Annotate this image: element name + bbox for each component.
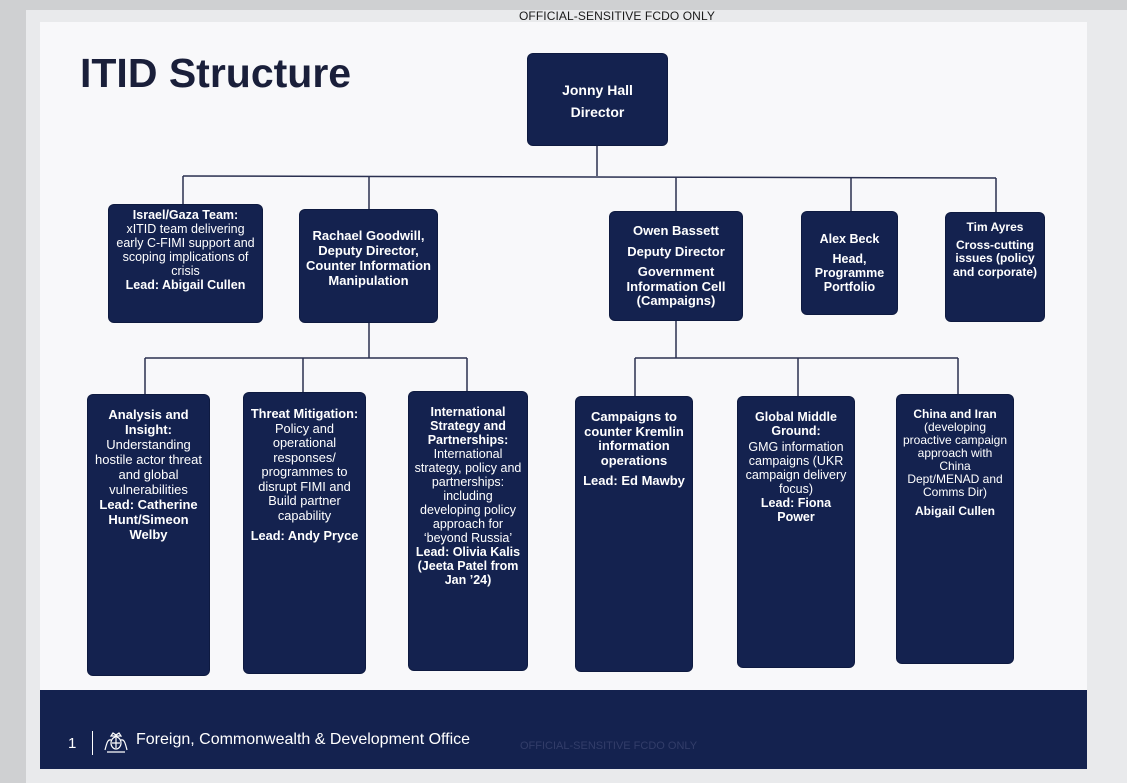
rachael-goodwill-text: Rachael Goodwill, Deputy Director, Count… <box>306 228 431 288</box>
campaigns-kremlin-box: Campaigns to counter Kremlin information… <box>576 397 692 671</box>
alex-beck-box: Alex Beck Head, Programme Portfolio <box>802 212 897 314</box>
classification-marking: OFFICIAL-SENSITIVE FCDO ONLY <box>519 9 715 23</box>
alex-beck-role: Head, Programme Portfolio <box>814 252 885 294</box>
china-lead: Abigail Cullen <box>914 504 995 518</box>
international-strategy-box: International Strategy and Partnerships:… <box>409 392 527 670</box>
israel-gaza-lead: Lead: Abigail Cullen <box>125 278 246 292</box>
slide-number: 1 <box>68 735 77 752</box>
slide-footer-bar <box>40 690 1087 769</box>
director-name: Jonny Hall <box>562 82 633 98</box>
analysis-body: Understanding hostile actor threat and g… <box>95 437 202 497</box>
tim-ayres-box: Tim Ayres Cross-cutting issues (policy a… <box>946 213 1044 321</box>
china-iran-box: China and Iran (developing proactive cam… <box>897 395 1013 663</box>
china-body: (developing proactive campaign approach … <box>902 420 1008 499</box>
threat-lead: Lead: Andy Pryce <box>250 528 359 543</box>
organisation-name: Foreign, Commonwealth & Development Offi… <box>136 731 471 748</box>
royal-crest-icon <box>104 732 128 753</box>
international-lead: Lead: Olivia Kalis (Jeeta Patel from Jan… <box>415 545 521 587</box>
gmg-body: GMG information campaigns (UKR campaign … <box>745 440 847 496</box>
owen-bassett-role: Deputy Director <box>627 243 725 259</box>
analysis-heading: Analysis and Insight: <box>108 407 189 437</box>
israel-gaza-heading: Israel/Gaza Team: <box>132 208 239 222</box>
china-heading: China and Iran <box>913 407 997 421</box>
threat-heading: Threat Mitigation: <box>250 406 359 421</box>
israel-gaza-body: xITID team delivering early C-FIMI suppo… <box>116 222 255 278</box>
threat-mitigation-box: Threat Mitigation: Policy and operationa… <box>244 393 365 673</box>
international-body: International strategy, policy and partn… <box>414 447 522 545</box>
campaigns-heading: Campaigns to counter Kremlin information… <box>584 409 684 468</box>
alex-beck-name: Alex Beck <box>819 232 880 246</box>
threat-body: Policy and operational responses/ progra… <box>258 420 351 523</box>
global-middle-ground-box: Global Middle Ground: GMG information ca… <box>738 397 854 667</box>
analysis-insight-box: Analysis and Insight: Understanding host… <box>88 395 209 675</box>
tim-ayres-role: Cross-cutting issues (policy and corpora… <box>952 237 1037 279</box>
campaigns-lead: Lead: Ed Mawby <box>583 473 685 488</box>
director-role: Director <box>570 104 625 120</box>
classification-marking-footer: OFFICIAL-SENSITIVE FCDO ONLY <box>520 740 698 752</box>
gmg-heading: Global Middle Ground: <box>755 410 837 438</box>
owen-bassett-name: Owen Bassett <box>633 223 719 238</box>
tim-ayres-name: Tim Ayres <box>966 220 1024 234</box>
international-heading: International Strategy and Partnerships: <box>427 405 509 447</box>
slide-title: ITID Structure <box>80 50 352 96</box>
director-box: Jonny Hall Director <box>528 54 667 145</box>
gmg-lead: Lead: Fiona Power <box>760 496 832 524</box>
footer-divider <box>92 731 93 755</box>
rachael-goodwill-box: Rachael Goodwill, Deputy Director, Count… <box>300 210 437 322</box>
analysis-lead: Lead: Catherine Hunt/Simeon Welby <box>99 497 198 542</box>
israel-gaza-team-box: Israel/Gaza Team: xITID team delivering … <box>109 205 262 322</box>
owen-bassett-box: Owen Bassett Deputy Director Government … <box>610 212 742 320</box>
owen-bassett-unit: Government Information Cell (Campaigns) <box>626 264 726 308</box>
